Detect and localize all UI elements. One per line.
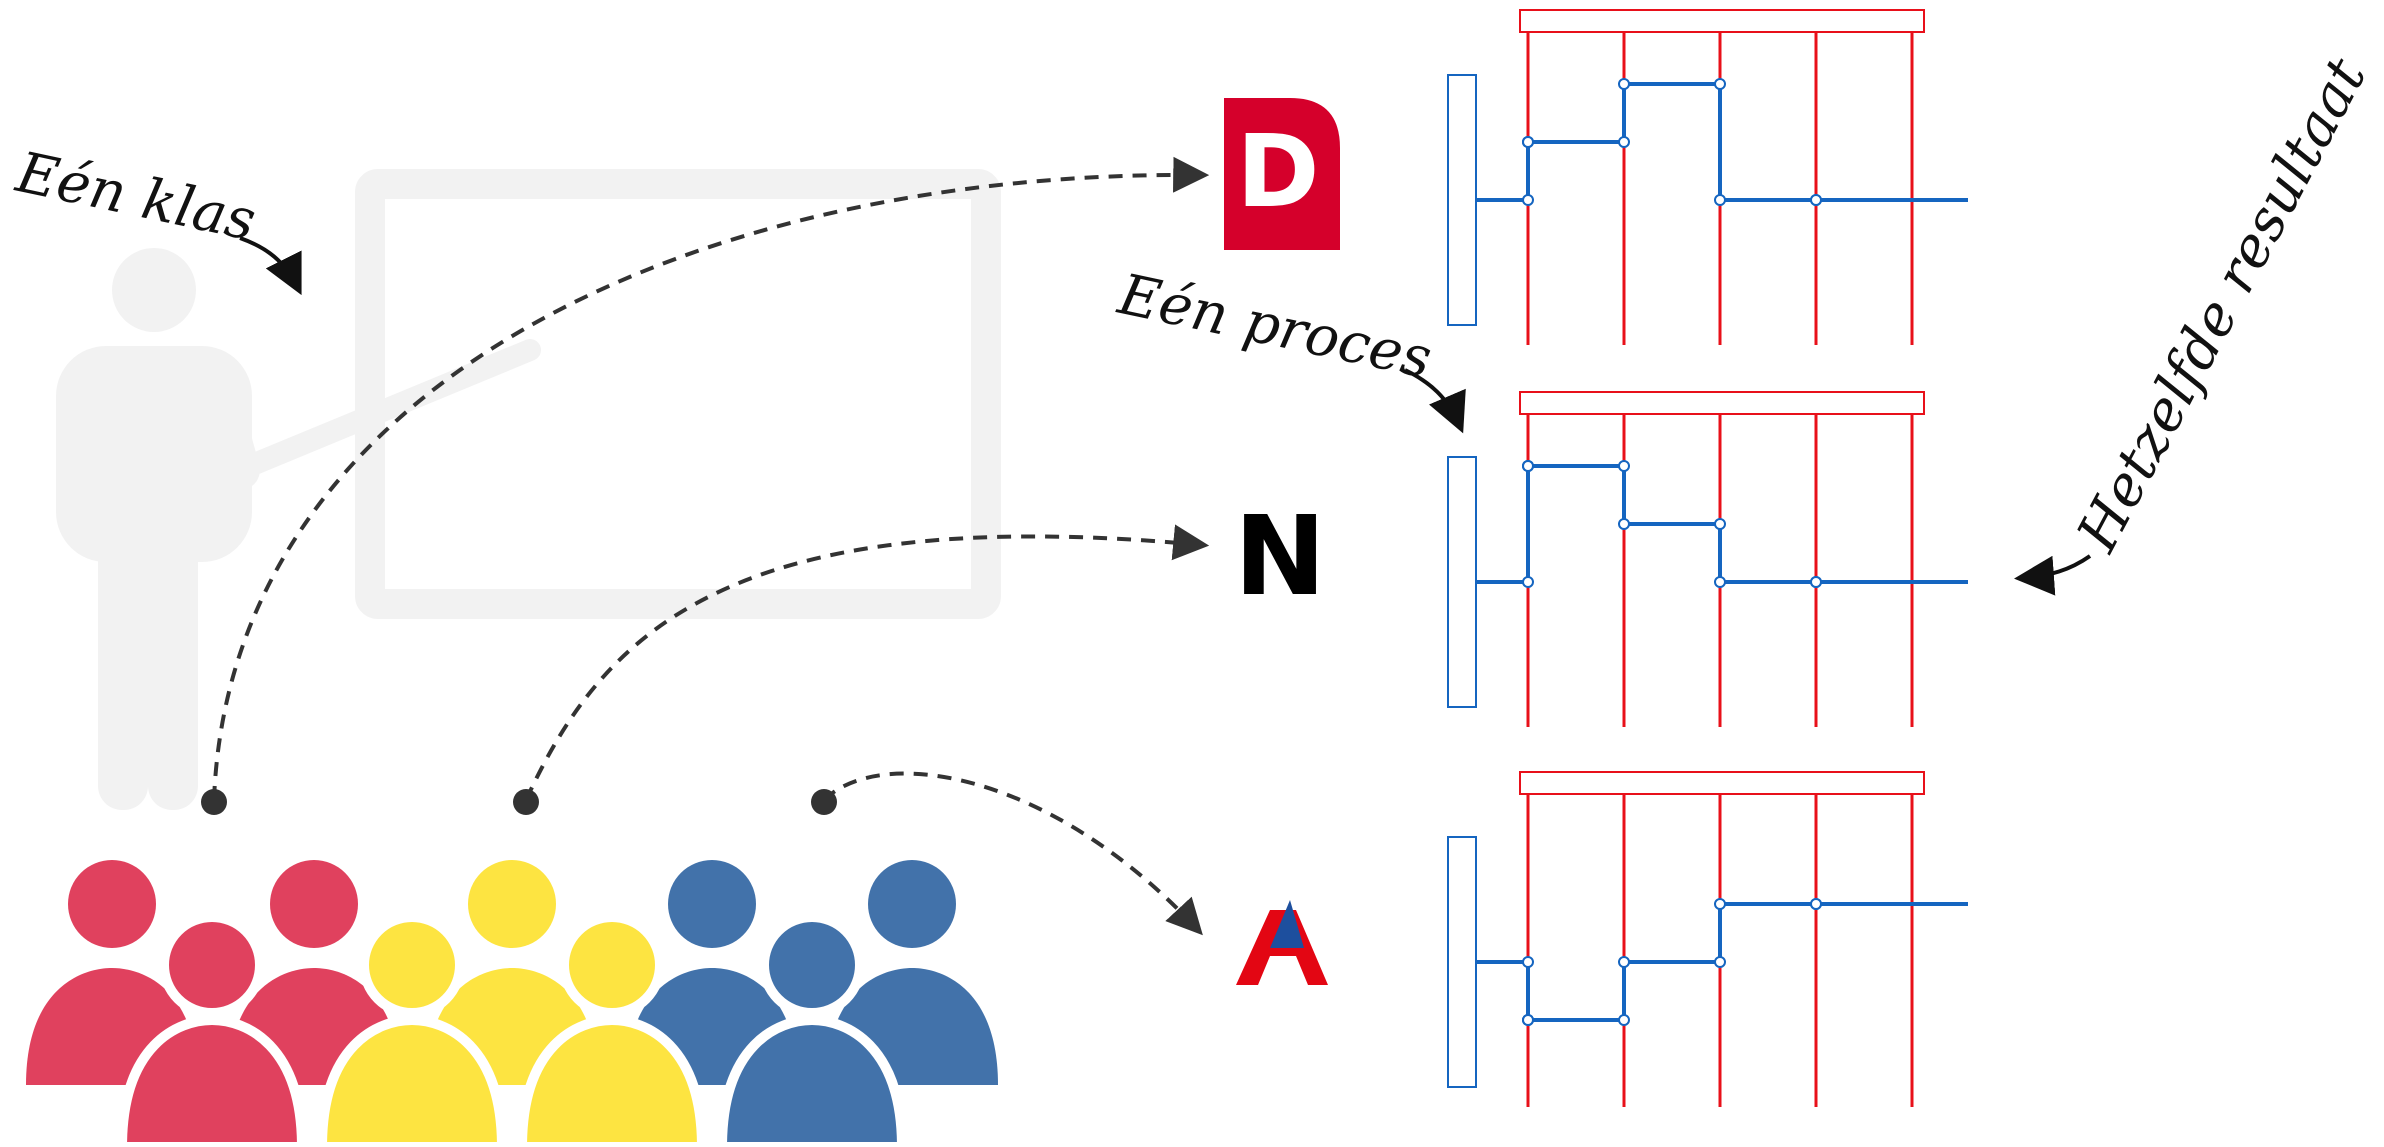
- connector-dot-1: [201, 789, 227, 815]
- diagram-start-box: [1447, 456, 1477, 708]
- diagram-node: [1714, 956, 1726, 968]
- process-label: Eén proces: [1112, 262, 1437, 392]
- class-label: Eén klas: [10, 140, 261, 254]
- diagram-node: [1522, 576, 1534, 588]
- connector-dots: [201, 789, 837, 815]
- diagram-node: [1618, 518, 1630, 530]
- connector-to-n: [524, 524, 1210, 801]
- diagram-node: [1522, 460, 1534, 472]
- diagram-header-box: [1519, 391, 1925, 415]
- diagram-node: [1618, 956, 1630, 968]
- logo-d-badge: [1224, 98, 1340, 250]
- diagram-node: [1522, 956, 1534, 968]
- logo-a: [1236, 900, 1328, 985]
- diagram-node: [1618, 136, 1630, 148]
- whiteboard: [355, 169, 1001, 619]
- process-annotation: Eén proces: [1112, 262, 1466, 434]
- connector-dot-2: [513, 789, 539, 815]
- process-diagrams: [1447, 9, 1968, 1107]
- diagram-node: [1810, 194, 1822, 206]
- logo-d-letter: D: [1236, 113, 1319, 230]
- diagram-start-box: [1447, 836, 1477, 1088]
- student-yellow-middle-left: [316, 912, 508, 1147]
- logo-n-letter: N: [1234, 492, 1326, 620]
- student-yellow-middle-right: [516, 912, 708, 1147]
- connector-to-d: [212, 156, 1210, 801]
- logo-a-accent: [1270, 900, 1304, 948]
- diagram-node: [1714, 194, 1726, 206]
- student-red-middle: [116, 912, 308, 1147]
- diagram-node: [1810, 576, 1822, 588]
- connector-to-a: [822, 771, 1203, 936]
- diagram-node: [1810, 898, 1822, 910]
- connector-dot-3: [811, 789, 837, 815]
- teacher-figure: [56, 248, 541, 810]
- diagram-header-box: [1519, 9, 1925, 33]
- process-diagram-2: [1447, 391, 1968, 727]
- diagram-header-box: [1519, 771, 1925, 795]
- diagram-node: [1714, 78, 1726, 90]
- logo-n: N: [1234, 492, 1326, 620]
- diagram-node: [1714, 898, 1726, 910]
- process-diagram-3: [1447, 771, 1968, 1107]
- diagram-start-box: [1447, 74, 1477, 326]
- process-diagram-1: [1447, 9, 1968, 345]
- class-arrow: [239, 236, 302, 296]
- diagram-node: [1522, 194, 1534, 206]
- diagram-node: [1522, 136, 1534, 148]
- result-annotation: Hetzelfde resultaat: [2014, 48, 2380, 596]
- student-blue-middle: [716, 912, 908, 1147]
- diagram-node: [1618, 1014, 1630, 1026]
- student-group: [26, 860, 998, 1147]
- process-arrow: [1404, 368, 1466, 434]
- diagram-node: [1714, 518, 1726, 530]
- result-label: Hetzelfde resultaat: [2065, 48, 2380, 563]
- connectors: [212, 156, 1210, 936]
- diagram-node: [1618, 460, 1630, 472]
- result-arrow: [2014, 554, 2092, 596]
- diagram-node: [1618, 78, 1630, 90]
- diagram-node: [1522, 1014, 1534, 1026]
- logo-d: D: [1224, 98, 1340, 250]
- diagram-node: [1714, 576, 1726, 588]
- diagram-path: [1476, 82, 1968, 202]
